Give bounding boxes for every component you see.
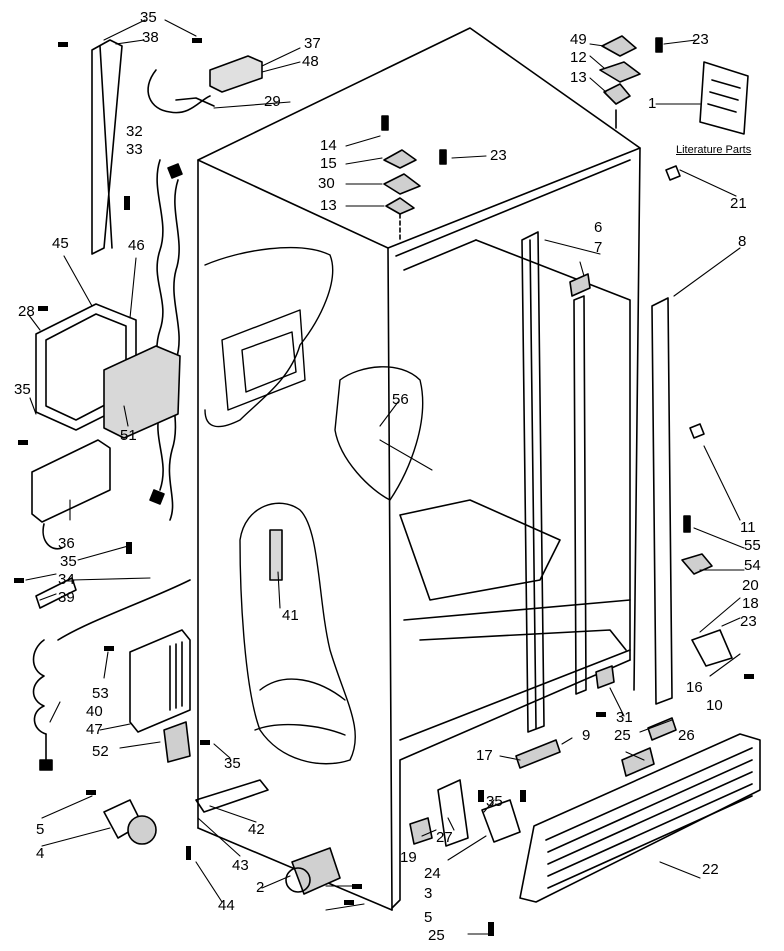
callout-31: 31: [616, 709, 633, 726]
cover-9: [515, 739, 561, 769]
callout-1: 1: [648, 95, 657, 112]
tube-42: [195, 779, 269, 813]
relay-box-47: [129, 629, 191, 733]
callout-46: 46: [128, 237, 145, 254]
callout-25: 25: [614, 727, 631, 744]
callout-43: 43: [232, 857, 249, 874]
callout-14: 14: [320, 137, 337, 154]
callout-51: 51: [120, 427, 137, 444]
caster-4: [103, 799, 157, 845]
callout-25: 25: [428, 927, 445, 944]
callout-35: 35: [14, 381, 31, 398]
callout-53: 53: [92, 685, 109, 702]
callout-12: 12: [570, 49, 587, 66]
trim-strip-38: [91, 39, 123, 255]
literature-parts-label: Literature Parts: [676, 144, 752, 156]
callout-47: 47: [86, 721, 103, 738]
hinge-screw-group-right: [681, 423, 733, 667]
cabinet-cutouts: [204, 246, 424, 765]
callout-54: 54: [744, 557, 761, 574]
leveler-2: [285, 847, 341, 895]
callout-5: 5: [36, 821, 45, 838]
callout-11: 11: [740, 519, 756, 536]
callout-13: 13: [320, 197, 337, 214]
breaker-strip-6: [521, 231, 545, 733]
control-block-46: [103, 345, 181, 439]
toe-grille-22: [519, 733, 761, 903]
callout-34: 34: [58, 571, 75, 588]
callout-29: 29: [264, 93, 281, 110]
refrigerator-cabinet: [197, 27, 641, 911]
power-cord-40: [32, 579, 191, 771]
callout-48: 48: [302, 53, 319, 70]
callout-38: 38: [142, 29, 159, 46]
callout-35: 35: [224, 755, 241, 772]
callout-18: 18: [742, 595, 759, 612]
callout-32: 32: [126, 123, 143, 140]
callout-19: 19: [400, 849, 417, 866]
mullion-7: [569, 273, 591, 695]
callout-23: 23: [490, 147, 507, 164]
callout-8: 8: [738, 233, 747, 250]
callout-15: 15: [320, 155, 337, 172]
clip-19: [409, 817, 433, 845]
callout-3: 3: [424, 885, 433, 902]
callout-6: 6: [594, 219, 603, 236]
light-shield-36: [31, 439, 111, 550]
callout-10: 10: [706, 697, 723, 714]
callout-16: 16: [686, 679, 703, 696]
callout-4: 4: [36, 845, 45, 862]
grille-clip-10-26: [621, 717, 677, 777]
leader-lines: [25, 19, 745, 935]
callout-55: 55: [744, 537, 761, 554]
thermistor-41: [269, 529, 283, 581]
hinge-cover-37: [209, 55, 263, 93]
callout-52: 52: [92, 743, 109, 760]
callout-17: 17: [476, 747, 493, 764]
center-hinge-parts: [381, 115, 447, 243]
screws: [14, 38, 754, 936]
bracket-52: [163, 721, 191, 763]
callout-30: 30: [318, 175, 335, 192]
callout-44: 44: [218, 897, 235, 914]
callout-20: 20: [742, 577, 759, 594]
clip-21: [665, 165, 681, 181]
callout-42: 42: [248, 821, 265, 838]
callout-33: 33: [126, 141, 143, 158]
callout-27: 27: [436, 829, 453, 846]
callout-35: 35: [486, 793, 503, 810]
callout-39: 39: [58, 589, 75, 606]
callout-26: 26: [678, 727, 695, 744]
toggle-39: [35, 577, 77, 609]
callout-23: 23: [740, 613, 757, 630]
callout-56: 56: [392, 391, 409, 408]
callout-9: 9: [582, 727, 591, 744]
callout-2: 2: [256, 879, 265, 896]
clip-31: [595, 665, 615, 689]
callout-21: 21: [730, 195, 747, 212]
callout-23: 23: [692, 31, 709, 48]
callout-7: 7: [594, 239, 603, 256]
callout-40: 40: [86, 703, 103, 720]
bracket-24-27: [437, 779, 521, 847]
callout-5: 5: [424, 909, 433, 926]
callout-41: 41: [282, 607, 299, 624]
callout-28: 28: [18, 303, 35, 320]
callout-22: 22: [702, 861, 719, 878]
callout-45: 45: [52, 235, 69, 252]
callout-49: 49: [570, 31, 587, 48]
wiring-harness: [147, 69, 215, 521]
callout-37: 37: [304, 35, 321, 52]
callout-13: 13: [570, 69, 587, 86]
callout-35: 35: [140, 9, 157, 26]
trim-strip-8: [651, 297, 673, 705]
upper-hinge-parts: [599, 35, 663, 129]
literature-packet: [699, 61, 749, 135]
callout-35: 35: [60, 553, 77, 570]
callout-24: 24: [424, 865, 441, 882]
callout-36: 36: [58, 535, 75, 552]
